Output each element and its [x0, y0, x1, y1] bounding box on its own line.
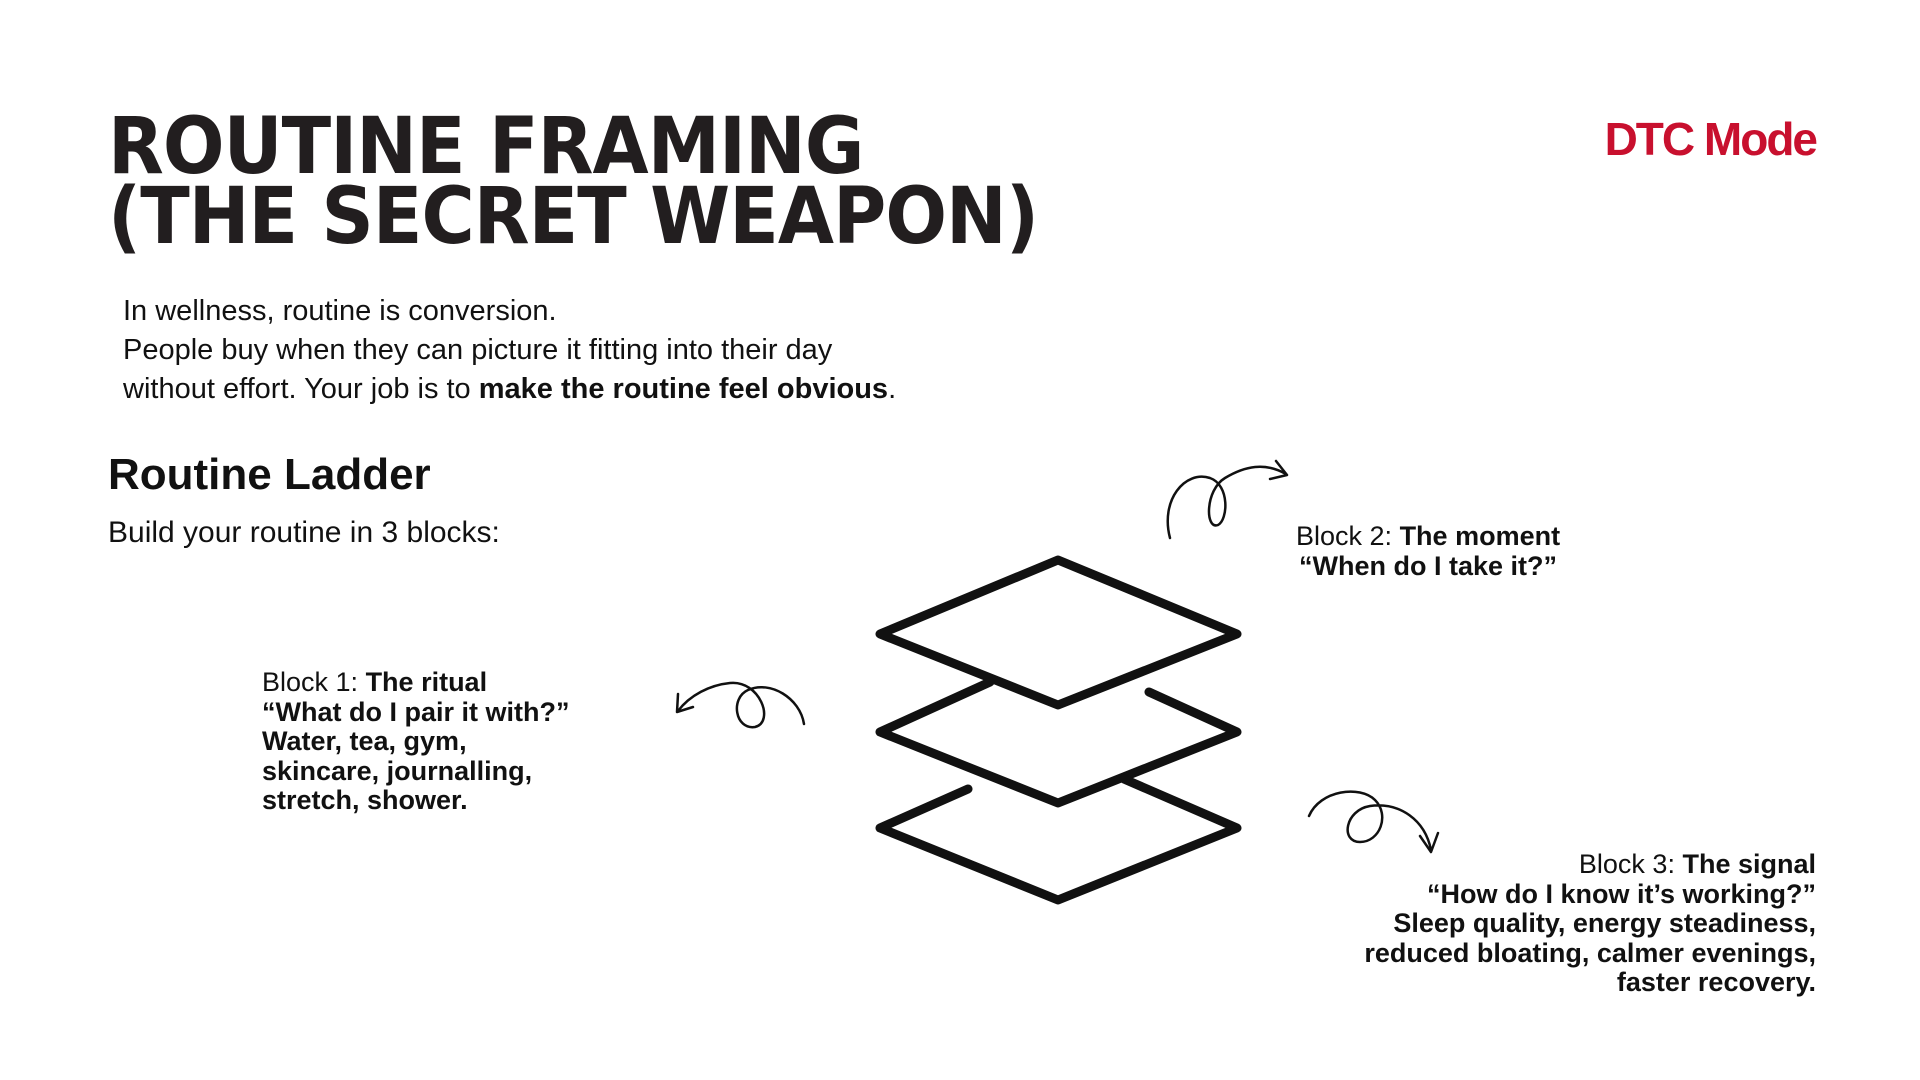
layer-top-icon [875, 555, 1242, 710]
block-1-callout: Block 1: The ritual “What do I pair it w… [262, 667, 570, 816]
block-detail: Water, tea, gym, [262, 726, 467, 756]
block-3-callout: Block 3: The signal “How do I know it’s … [1364, 849, 1816, 998]
block-detail: stretch, shower. [262, 785, 468, 815]
brand-logo: DTC Mode [1604, 113, 1818, 165]
block-detail: faster recovery. [1616, 967, 1816, 997]
block-detail: Sleep quality, energy steadiness, [1393, 908, 1816, 938]
block-label: Block 1: [262, 667, 359, 697]
curly-arrow-block-1-icon [675, 681, 806, 729]
title-line-2: (THE SECRET WEAPON) [108, 172, 1039, 262]
block-name: The moment [1399, 521, 1561, 551]
block-detail: skincare, journalling, [262, 755, 533, 786]
layer-middle-icon [875, 677, 1242, 808]
block-question: “What do I pair it with?” [262, 696, 570, 727]
section-subheading: Build your routine in 3 blocks: [108, 516, 500, 549]
block-question: “When do I take it?” [1299, 550, 1558, 581]
intro-paragraph: In wellness, routine is conversion. Peop… [123, 292, 896, 409]
intro-line-3: without effort. Your job is to make the … [123, 370, 896, 409]
curly-arrow-block-2-icon [1166, 459, 1289, 540]
title-line-1: ROUTINE FRAMING [108, 102, 864, 192]
intro-line-1: In wellness, routine is conversion. [123, 295, 557, 327]
block-2-callout: Block 2: The moment “When do I take it?” [1296, 521, 1561, 581]
intro-line-2: People buy when they can picture it fitt… [123, 334, 833, 366]
layer-bottom-icon [875, 774, 1242, 905]
block-name: The ritual [365, 667, 488, 697]
block-detail: reduced bloating, calmer evenings, [1364, 937, 1816, 968]
block-name: The signal [1682, 849, 1816, 879]
intro-period: . [888, 373, 897, 405]
page-title: ROUTINE FRAMING (THE SECRET WEAPON) [108, 102, 1039, 262]
curly-arrow-block-3-icon [1307, 790, 1440, 854]
section-heading: Routine Ladder [108, 450, 431, 499]
intro-text: without effort. Your job is to [123, 373, 479, 405]
block-question: “How do I know it’s working?” [1427, 878, 1816, 909]
block-label: Block 3: [1578, 849, 1675, 879]
intro-emphasis: make the routine feel obvious [478, 373, 889, 405]
block-label: Block 2: [1296, 521, 1393, 551]
